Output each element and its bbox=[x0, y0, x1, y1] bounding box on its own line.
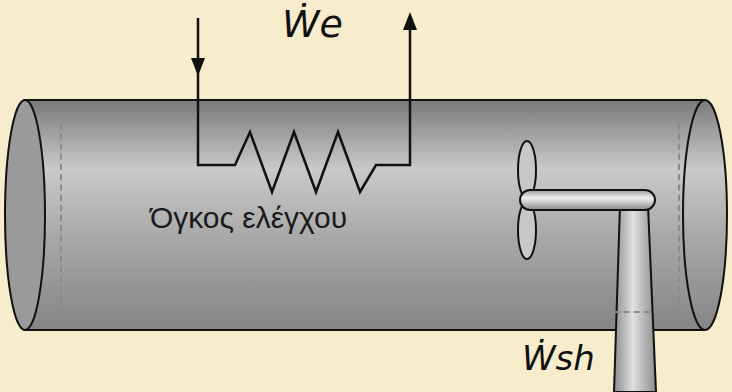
pipe-end bbox=[5, 100, 45, 330]
fan-shaft bbox=[520, 190, 655, 210]
arrowhead-in bbox=[191, 58, 205, 76]
work-rate-label: Ẇsh bbox=[522, 338, 595, 378]
pipe-end bbox=[683, 100, 705, 330]
work-rate-label: Ẇe bbox=[282, 2, 343, 46]
control-volume: Όγκος ελέγχου bbox=[60, 113, 680, 313]
arrowhead-out bbox=[403, 12, 417, 30]
region-label: Όγκος ελέγχου bbox=[150, 201, 347, 235]
shaft bbox=[614, 205, 656, 392]
